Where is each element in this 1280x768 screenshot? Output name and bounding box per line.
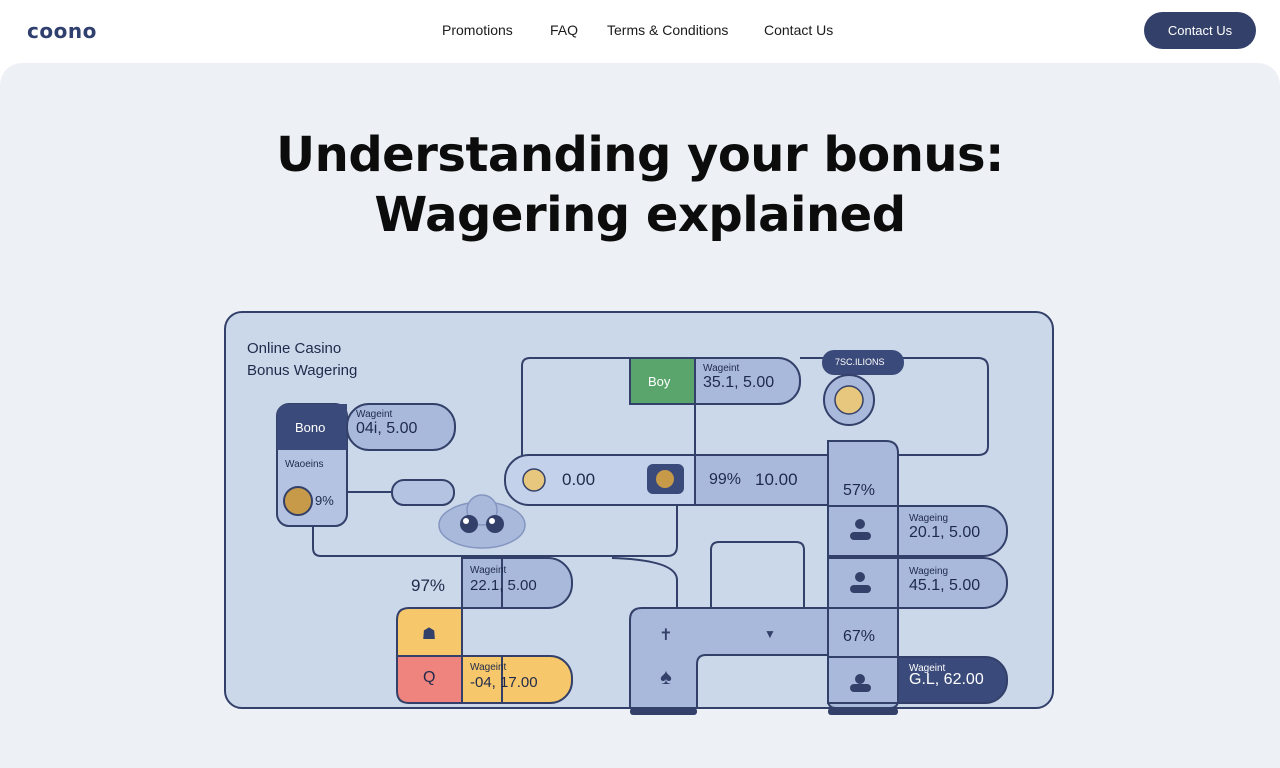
value-g: G.L, 62.00 <box>909 671 984 688</box>
value-f-caption: Wageint <box>470 662 507 673</box>
diagram-heading-2: Bonus Wagering <box>247 362 358 379</box>
bono-cell <box>277 404 347 450</box>
logo[interactable]: coono <box>27 19 97 43</box>
value-d: 45.1, 5.00 <box>909 577 981 594</box>
top-nav: coono Promotions FAQ Terms & Conditions … <box>0 0 1280 62</box>
bono-label: Bono <box>295 420 326 435</box>
connector-line <box>312 500 678 557</box>
nav-link-faq[interactable]: FAQ <box>550 22 579 38</box>
card-icon-face <box>656 470 674 488</box>
value-a-caption: Wageint <box>356 409 393 420</box>
coin-icon <box>522 468 546 492</box>
user-icon <box>855 572 865 582</box>
eye-icon <box>486 515 504 533</box>
user-icon <box>855 519 865 529</box>
user-icon <box>855 674 865 684</box>
pct-mid: 99% <box>709 471 742 488</box>
pct-97: 97% <box>411 576 446 595</box>
small-pill <box>391 479 455 506</box>
coin-icon <box>834 385 864 415</box>
value-e: 22.1, 5.00 <box>470 577 537 594</box>
bag-icon: ☗ <box>422 626 436 643</box>
avatar-icon <box>283 486 313 516</box>
spade-icon: ♠ <box>660 664 672 689</box>
zero-value: 0.00 <box>562 470 596 489</box>
tag-label: 7SC.ILIONS <box>835 357 885 367</box>
wageins-label: Waoeins <box>285 459 324 470</box>
value-c: 20.1, 5.00 <box>909 524 981 541</box>
connector-line <box>521 357 640 455</box>
contact-us-button[interactable]: Contact Us <box>1144 12 1256 49</box>
pct-57: 57% <box>843 482 876 499</box>
value-b: 35.1, 5.00 <box>703 374 775 391</box>
nav-links: Promotions FAQ Terms & Conditions Contac… <box>0 22 1280 42</box>
value-a: 04i, 5.00 <box>356 420 418 437</box>
value-d-caption: Wageing <box>909 566 949 577</box>
hero-title-line2: Wagering explained <box>374 187 906 243</box>
value-f: -04, 17.00 <box>470 674 538 691</box>
nav-link-contact[interactable]: Contact Us <box>764 22 834 38</box>
value-c-caption: Wageing <box>909 513 949 524</box>
tag-pill <box>822 350 904 375</box>
ten-value: 10.00 <box>755 470 798 489</box>
pct-67: 67% <box>843 628 876 645</box>
hero-title-line1: Understanding your bonus: <box>276 127 1004 183</box>
diagram-heading-1: Online Casino <box>247 340 342 357</box>
value-g-caption: Wageint <box>909 663 946 674</box>
chevron-down-icon: ▼ <box>764 627 776 641</box>
connector-line <box>611 557 678 608</box>
red-cell <box>396 655 463 704</box>
boy-cell <box>629 357 696 405</box>
connector-line <box>710 541 805 608</box>
q-label: Q <box>423 669 436 686</box>
connector-line <box>800 357 989 456</box>
value-pill-a <box>346 403 456 451</box>
nav-link-promotions[interactable]: Promotions <box>442 22 513 38</box>
nav-link-terms[interactable]: Terms & Conditions <box>607 22 729 38</box>
pct-a: 9% <box>315 493 334 508</box>
eye-icon <box>460 515 478 533</box>
bottom-center-block <box>629 607 829 709</box>
boy-label: Boy <box>648 374 671 389</box>
value-e-caption: Wageint <box>470 565 507 576</box>
cross-icon: ✝ <box>659 627 672 644</box>
value-b-caption: Wageint <box>703 363 740 374</box>
